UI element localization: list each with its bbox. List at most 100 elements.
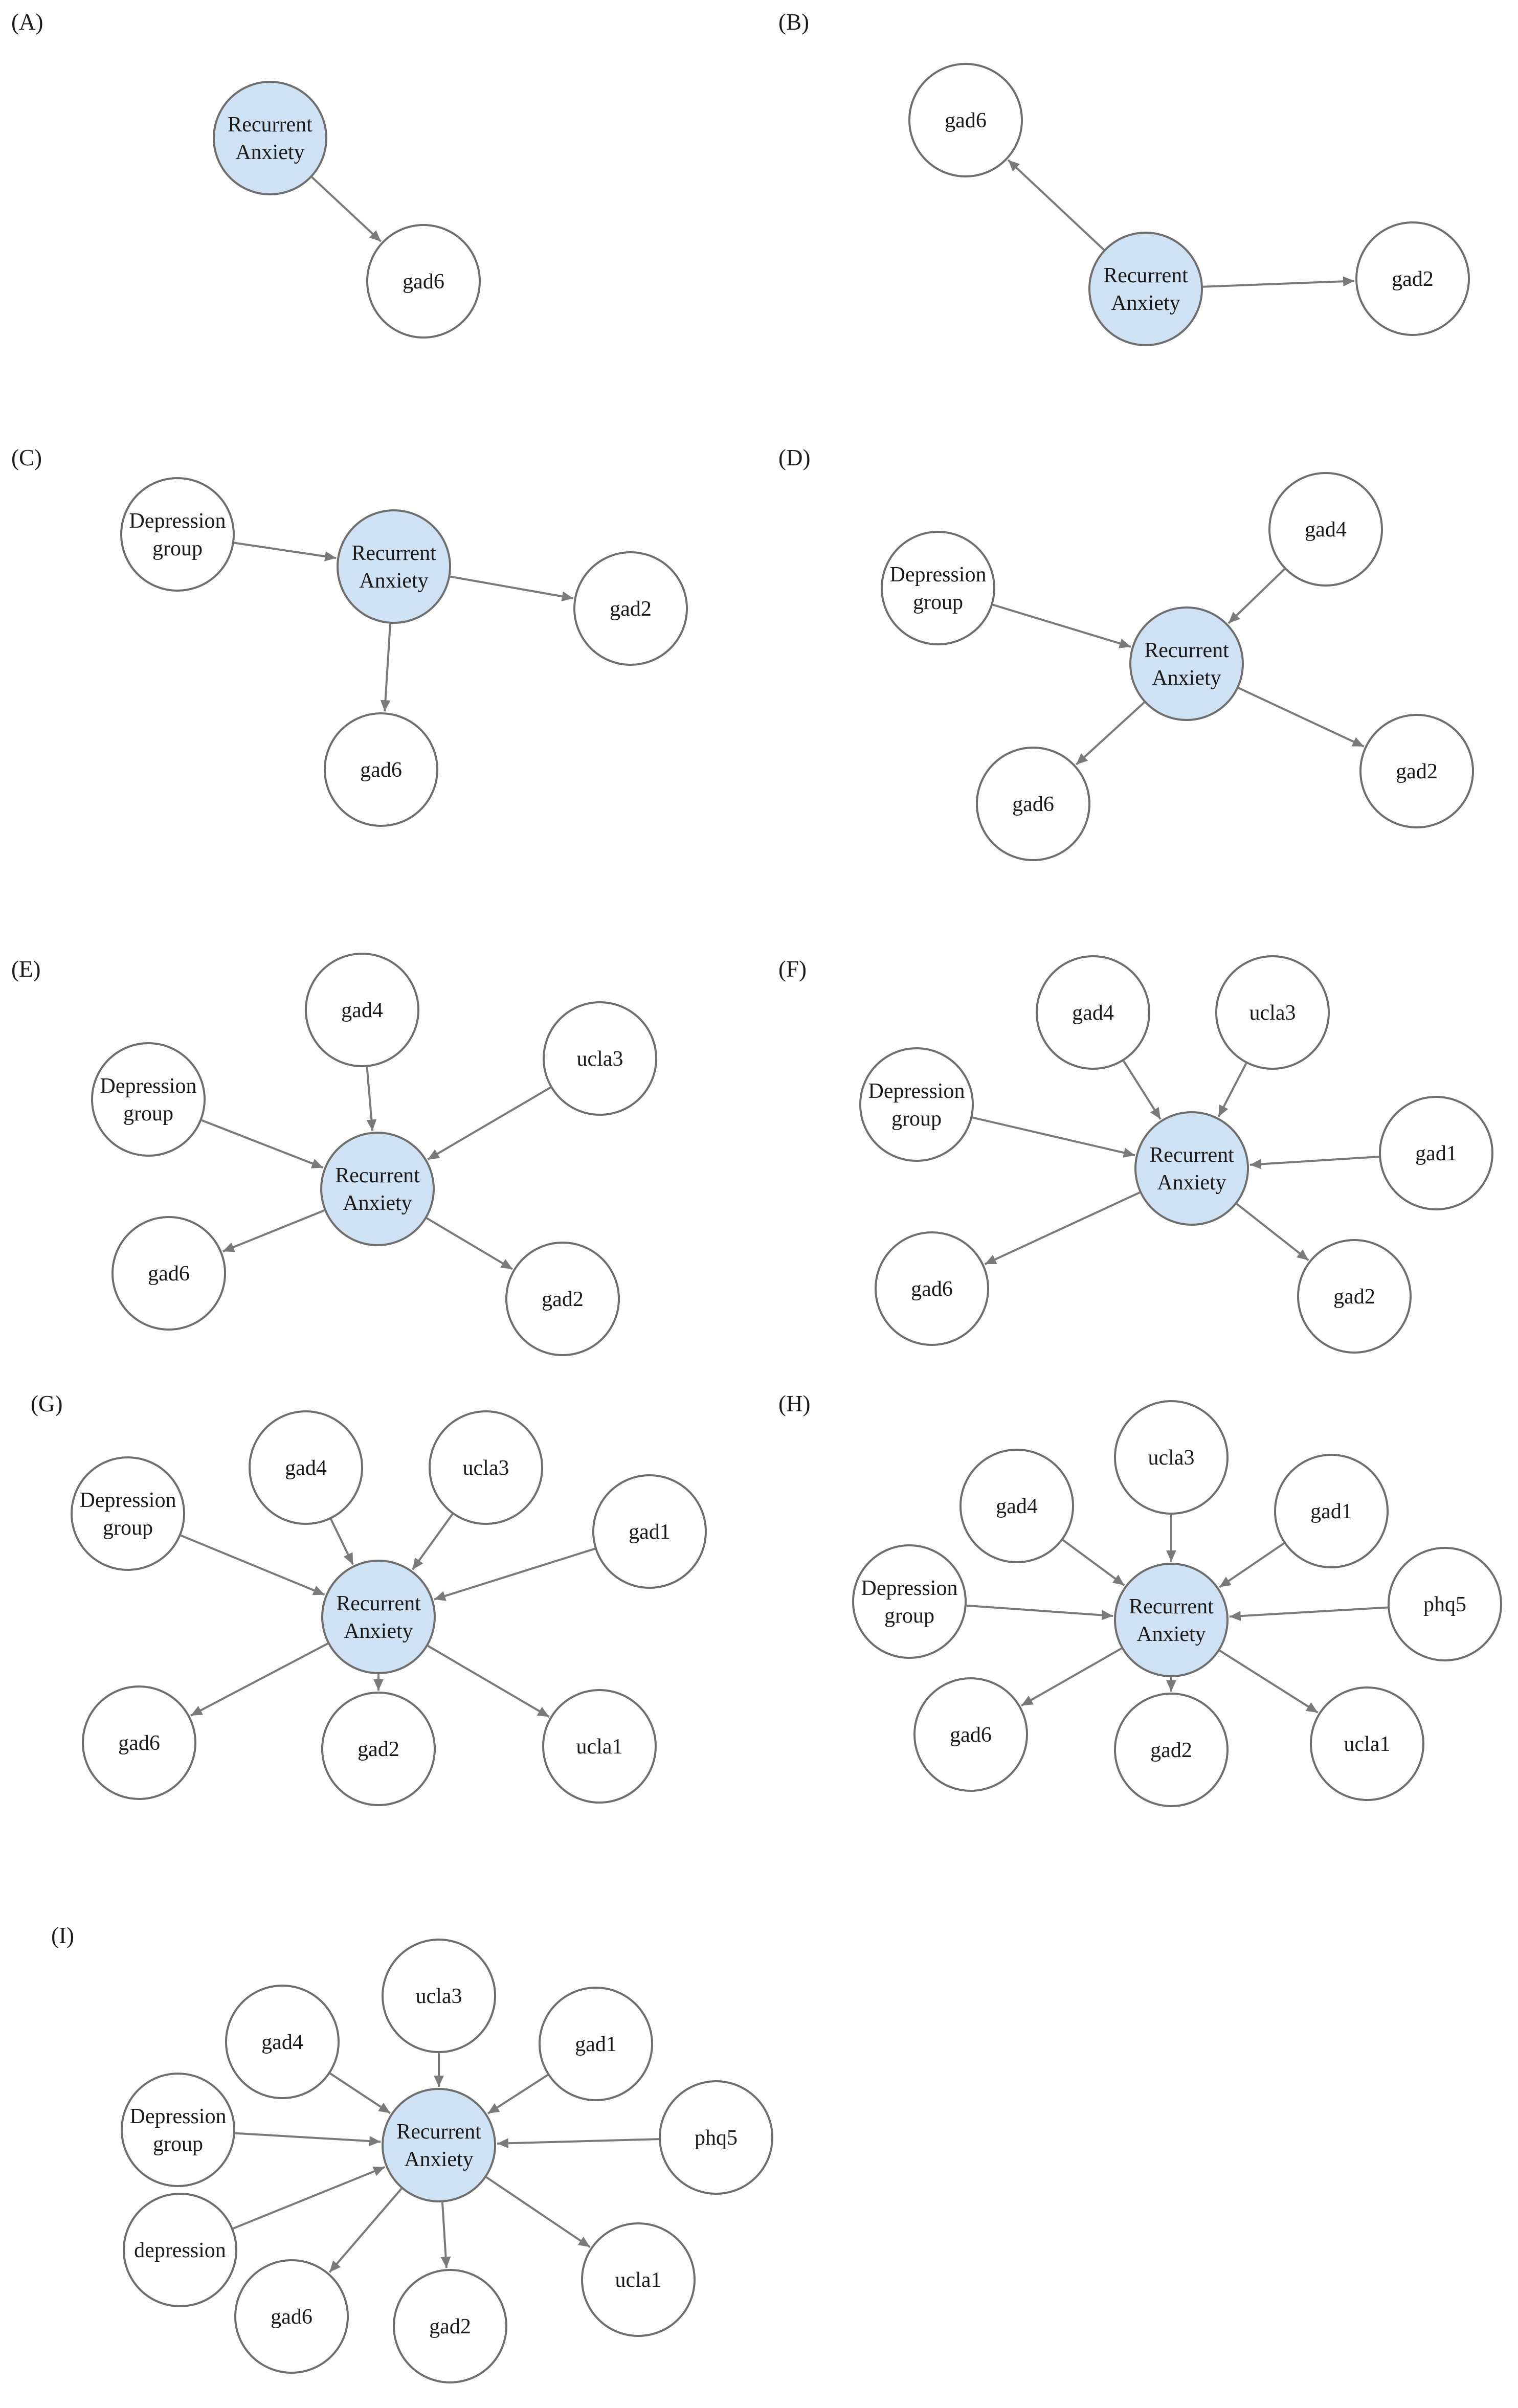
- node-label: gad1: [629, 1520, 671, 1544]
- node-circle: [429, 1410, 543, 1525]
- node-label: Depression: [100, 1074, 197, 1098]
- node-label: Recurrent: [336, 1592, 421, 1615]
- node-label: group: [103, 1516, 153, 1540]
- edges: [233, 2053, 659, 2273]
- edge-gad1-to-RA: [1249, 1156, 1379, 1169]
- node-label: Anxiety: [1152, 666, 1221, 690]
- node-label: Depression: [868, 1079, 965, 1103]
- edge-RA-to-gad6: [1075, 702, 1145, 766]
- node-label: ucla3: [463, 1456, 509, 1480]
- node-ucla3: ucla3: [1215, 955, 1330, 1070]
- node-label: group: [913, 591, 963, 614]
- node-label: gad6: [911, 1277, 953, 1301]
- edge-gad4-to-RA: [330, 1518, 354, 1565]
- node-circle: [908, 63, 1023, 177]
- node-label: Anxiety: [343, 1191, 412, 1215]
- node-label: phq5: [695, 2126, 738, 2150]
- node-label: gad2: [429, 2315, 471, 2338]
- node-label: gad6: [148, 1262, 190, 1286]
- edge-RA-to-gad6: [190, 1642, 328, 1717]
- node-label: Depression: [861, 1577, 958, 1600]
- node-label: gad6: [403, 270, 444, 294]
- node-label: Anxiety: [1111, 291, 1180, 315]
- edges: [234, 542, 574, 712]
- edge-RA-to-gad6: [380, 623, 391, 712]
- node-gad6: gad6: [82, 1685, 196, 1800]
- node-gad2: gad2: [321, 1692, 436, 1806]
- node-circle: [1215, 955, 1330, 1070]
- node-circle: [1088, 232, 1203, 346]
- edge-dep-to-RA: [966, 1604, 1113, 1621]
- node-circle: [249, 1410, 363, 1525]
- node-label: gad6: [360, 758, 402, 782]
- edge-dep-to-RA: [201, 1119, 324, 1169]
- node-gad4: gad4: [225, 1985, 340, 2099]
- node-gad4: gad4: [249, 1410, 363, 1525]
- edge-gad4-to-RA: [1062, 1539, 1125, 1586]
- node-label: ucla1: [615, 2268, 662, 2292]
- node-label: Recurrent: [351, 542, 436, 565]
- node-gad6: gad6: [976, 747, 1090, 861]
- node-circle: [120, 477, 235, 592]
- node-circle: [121, 2073, 235, 2187]
- edges: [201, 1067, 551, 1270]
- edge-RA-to-gad2: [1202, 276, 1355, 288]
- edge-gad1-to-RA: [434, 1547, 595, 1601]
- edge-dep-to-RA: [234, 542, 337, 561]
- node-label: ucla3: [1148, 1446, 1195, 1470]
- node-label: Anxiety: [359, 569, 428, 593]
- node-gad2: gad2: [573, 551, 688, 666]
- panel-label: (H): [778, 1391, 810, 1416]
- node-label: group: [123, 1102, 173, 1126]
- node-label: gad2: [358, 1738, 399, 1761]
- node-label: gad6: [950, 1723, 992, 1747]
- node-circle: [1274, 1454, 1389, 1568]
- node-circle: [1388, 1547, 1502, 1661]
- node-label: gad4: [996, 1495, 1038, 1518]
- node-label: phq5: [1423, 1593, 1466, 1616]
- edge-dep-to-RA: [992, 603, 1131, 648]
- edges: [180, 1513, 595, 1718]
- node-label: Depression: [80, 1489, 176, 1512]
- node-circle: [225, 1985, 340, 2099]
- panel-label: (F): [778, 956, 807, 982]
- edge-RA-to-ucla1: [427, 1645, 550, 1718]
- node-label: gad2: [1396, 760, 1438, 783]
- node-circle: [1268, 472, 1383, 587]
- edges: [992, 568, 1365, 766]
- node-circle: [1036, 955, 1150, 1070]
- node-dep: Depression group: [852, 1544, 967, 1659]
- edge-RA-to-gad6: [328, 2188, 403, 2273]
- node-depression: depression: [123, 2193, 237, 2307]
- node-label: Anxiety: [344, 1619, 413, 1643]
- panel-d: (D)Depressiongroupgad4RecurrentAnxietyga…: [778, 445, 1474, 861]
- node-label: group: [891, 1107, 942, 1131]
- node-label: gad4: [341, 999, 383, 1022]
- node-label: gad6: [945, 109, 987, 132]
- edge-gad4-to-RA: [329, 2073, 391, 2114]
- node-circle: [881, 531, 995, 645]
- node-circle: [659, 2080, 773, 2195]
- node-label: group: [884, 1604, 934, 1628]
- node-circle: [1129, 606, 1244, 721]
- node-gad1: gad1: [1379, 1096, 1493, 1210]
- node-circle: [1114, 1563, 1229, 1677]
- node-circle: [1359, 714, 1474, 828]
- node-circle: [976, 747, 1090, 861]
- node-label: Recurrent: [1103, 264, 1188, 287]
- edge-dep-to-RA: [180, 1534, 325, 1596]
- node-ucla3: ucla3: [382, 1939, 496, 2053]
- node-circle: [573, 551, 688, 666]
- node-circle: [852, 1544, 967, 1659]
- panel-label: (D): [778, 445, 810, 470]
